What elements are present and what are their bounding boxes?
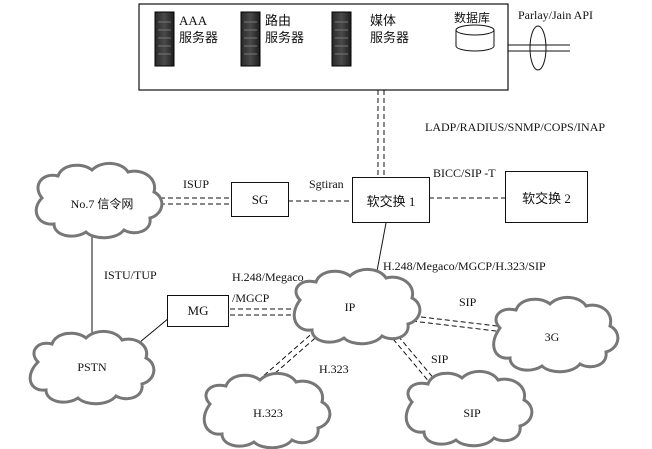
softswitch2-box: 软交换 2 bbox=[505, 171, 588, 223]
link-mg-ip bbox=[230, 308, 305, 316]
mgcp-label: /MGCP bbox=[232, 291, 270, 305]
link-ip-3g bbox=[411, 315, 498, 332]
sip-3g-label: SIP bbox=[459, 295, 477, 309]
database-label: 数据库 bbox=[454, 11, 491, 25]
mg-box: MG bbox=[167, 295, 229, 327]
sgtiran-label: Sgtiran bbox=[309, 177, 344, 191]
isup-label: ISUP bbox=[183, 177, 210, 191]
link-servers-softswitch1 bbox=[377, 90, 385, 177]
ip-cloud-label: IP bbox=[344, 300, 356, 314]
softswitch1-label: 软交换 1 bbox=[366, 193, 416, 209]
h323-link-label: H.323 bbox=[319, 362, 349, 376]
sip-cloud bbox=[404, 370, 534, 448]
api-label: Parlay/Jain API bbox=[518, 8, 593, 22]
h248-megaco-label: H.248/Megaco bbox=[232, 270, 304, 284]
aaa-server-label-2: 服务器 bbox=[179, 30, 219, 45]
softswitch1-box: 软交换 1 bbox=[352, 177, 430, 223]
routing-server-label-2: 服务器 bbox=[265, 30, 305, 45]
protocols-top-label: LADP/RADIUS/SNMP/COPS/INAP bbox=[425, 120, 606, 134]
database-icon bbox=[455, 24, 495, 52]
pstn-cloud-label: PSTN bbox=[77, 360, 107, 374]
sg-label: SG bbox=[251, 191, 269, 207]
sip-link-label: SIP bbox=[431, 352, 449, 366]
media-server-label-1: 媒体 bbox=[370, 13, 397, 28]
sip-cloud-label: SIP bbox=[463, 406, 481, 420]
h323-cloud bbox=[202, 372, 332, 449]
server-room-box bbox=[138, 3, 509, 91]
no7-cloud bbox=[34, 162, 164, 240]
no7-cloud-label: No.7 信令网 bbox=[70, 197, 134, 211]
mg-label: MG bbox=[187, 303, 209, 318]
h323-cloud-label: H.323 bbox=[253, 406, 283, 420]
mg-protocols-label: H.248/Megaco/MGCP/H.323/SIP bbox=[383, 259, 546, 273]
link-ip-sip bbox=[387, 329, 442, 391]
softswitch2-label: 软交换 2 bbox=[522, 190, 571, 206]
media-server-label-2: 服务器 bbox=[370, 30, 410, 45]
bicc-label: BICC/SIP -T bbox=[433, 166, 496, 180]
link-no7-sg bbox=[160, 197, 232, 205]
link-ip-h323 bbox=[252, 329, 322, 389]
sg-box: SG bbox=[231, 182, 289, 217]
pstn-cloud bbox=[28, 330, 156, 406]
istu-label: ISTU/TUP bbox=[104, 268, 157, 282]
aaa-server-icon bbox=[154, 11, 175, 67]
routing-server-icon bbox=[240, 11, 261, 67]
media-server-icon bbox=[331, 11, 352, 67]
api-interface bbox=[508, 25, 570, 71]
3g-cloud bbox=[492, 296, 620, 374]
routing-server-label-1: 路由 bbox=[265, 13, 292, 28]
3g-cloud-label: 3G bbox=[544, 330, 560, 344]
aaa-server-label-1: AAA bbox=[179, 13, 208, 28]
ip-cloud bbox=[292, 268, 422, 346]
